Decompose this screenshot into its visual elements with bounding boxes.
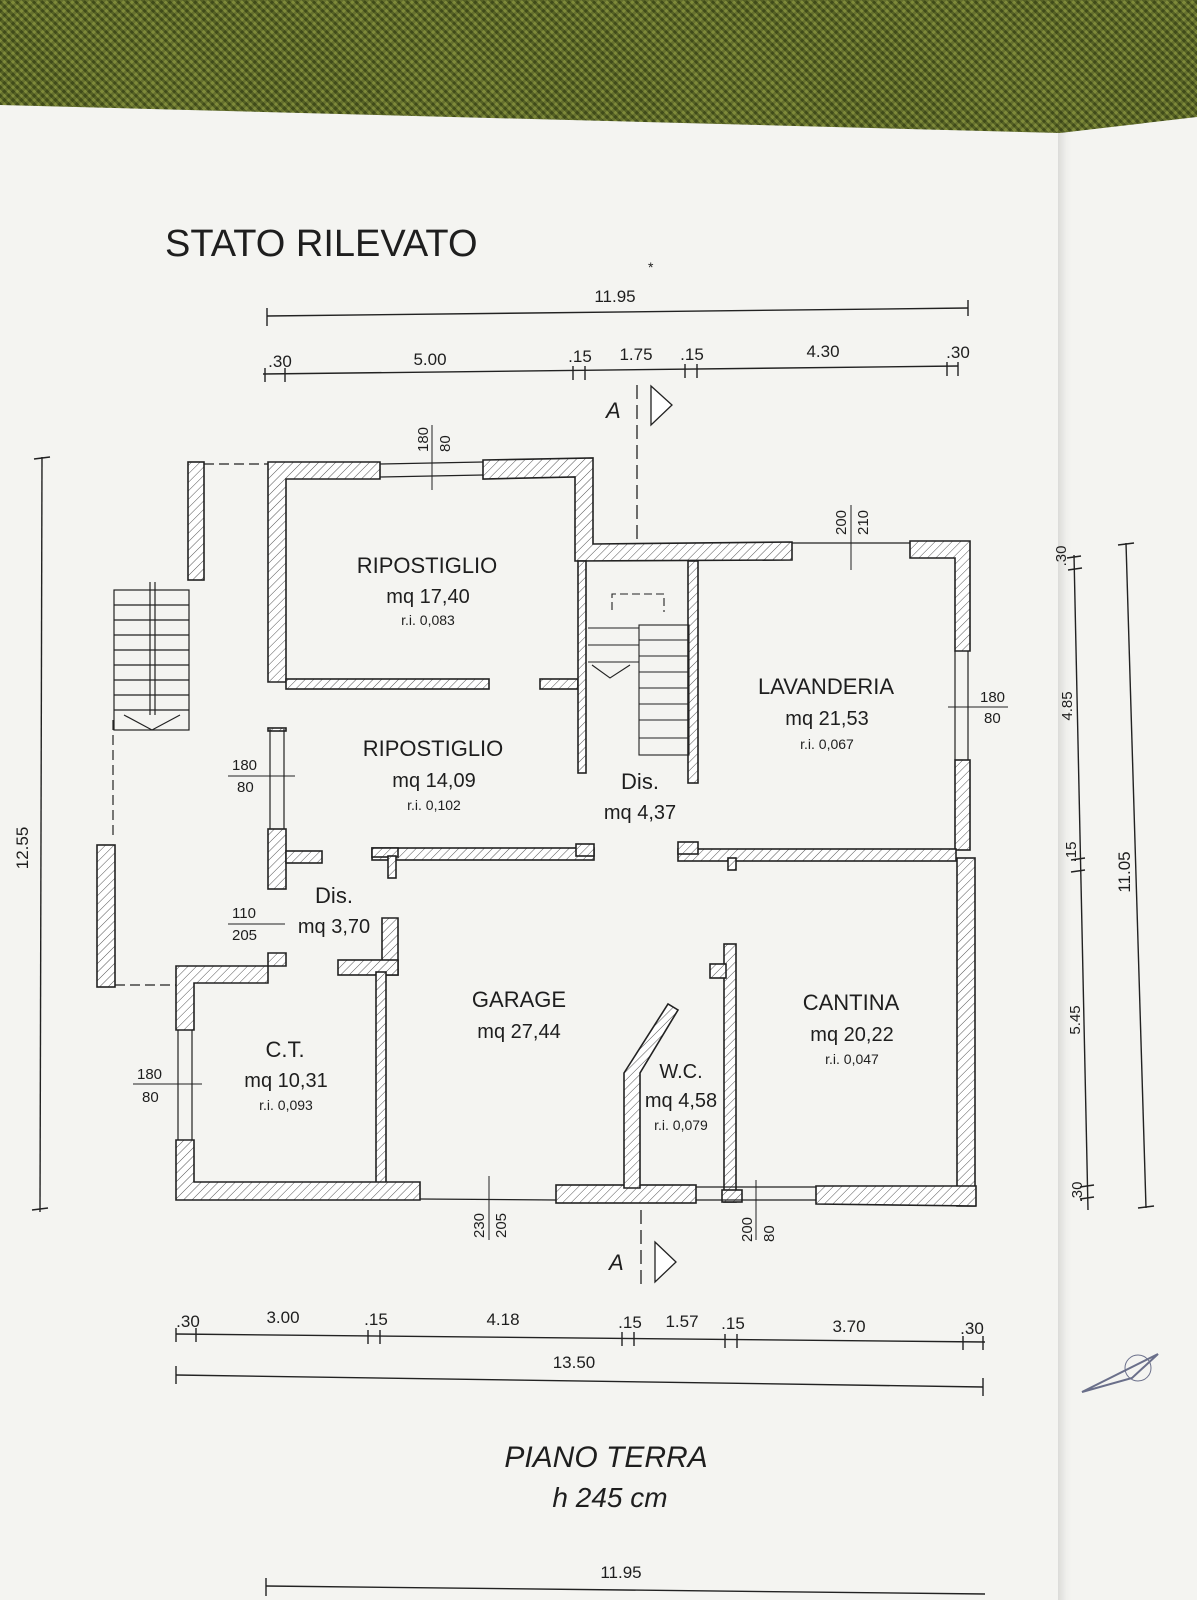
top-dimension-lines xyxy=(262,300,969,382)
bottom-dim-8: 3.70 xyxy=(832,1317,865,1336)
left-overall-dimension: 12.55 xyxy=(13,827,32,870)
room-9-ri: r.i. 0,047 xyxy=(825,1051,879,1067)
room-2-name: RIPOSTIGLIO xyxy=(363,736,504,761)
right-dimension-lines xyxy=(1066,542,1155,1211)
bottom-overall-dimension: 13.50 xyxy=(553,1353,596,1372)
right-dim-4: 5.45 xyxy=(1067,1005,1084,1034)
room-6-ri: r.i. 0,093 xyxy=(259,1097,313,1113)
room-3-name: LAVANDERIA xyxy=(758,674,894,699)
opening-4-w: 180 xyxy=(232,757,257,774)
right-dim-3: .15 xyxy=(1063,842,1080,863)
top-dim-7: .30 xyxy=(946,343,970,362)
room-9-name: CANTINA xyxy=(803,990,900,1015)
right-dim-5: .30 xyxy=(1069,1182,1086,1203)
room-2-area: mq 14,09 xyxy=(392,770,475,792)
opening-7-w: 230 xyxy=(471,1213,488,1238)
opening-7-h: 205 xyxy=(493,1213,510,1238)
room-7-name: GARAGE xyxy=(472,987,566,1012)
section-mark-bottom: A xyxy=(607,1250,624,1275)
bottom-dimension-lines xyxy=(175,1328,986,1596)
exterior-stair xyxy=(113,582,190,731)
room-6-area: mq 10,31 xyxy=(244,1070,327,1092)
room-1-name: RIPOSTIGLIO xyxy=(357,553,498,578)
room-9-area: mq 20,22 xyxy=(810,1024,893,1046)
bottom-dim-2: 3.00 xyxy=(266,1308,299,1327)
paper-sheet xyxy=(0,105,1197,1600)
page-title: STATO RILEVATO xyxy=(165,223,478,265)
opening-5-w: 110 xyxy=(232,905,256,922)
room-4-name: Dis. xyxy=(621,769,659,794)
top-dim-3: .15 xyxy=(568,347,592,366)
right-dim-1: .30 xyxy=(1053,546,1070,567)
room-6-name: C.T. xyxy=(265,1037,304,1062)
section-line xyxy=(636,384,677,1285)
section-mark-top: A xyxy=(604,398,621,423)
floor-name: PIANO TERRA xyxy=(504,1441,707,1474)
opening-3-h: 80 xyxy=(984,710,1001,727)
room-1-ri: r.i. 0,083 xyxy=(401,612,455,628)
bottom-dim-5: .15 xyxy=(618,1313,642,1332)
opening-8-w: 200 xyxy=(739,1217,756,1242)
bottom-dim-4: 4.18 xyxy=(486,1310,519,1329)
page-fold xyxy=(1058,110,1072,1600)
room-2-ri: r.i. 0,102 xyxy=(407,797,461,813)
opening-6-w: 180 xyxy=(137,1066,162,1083)
bottom-second-overall-dimension: 11.95 xyxy=(600,1563,641,1582)
opening-5-h: 205 xyxy=(232,927,257,944)
walls xyxy=(96,457,977,1207)
room-labels: RIPOSTIGLIO mq 17,40 r.i. 0,083 RIPOSTIG… xyxy=(244,553,899,1133)
top-overall-dimension: 11.95 xyxy=(594,287,635,306)
opening-2-h: 210 xyxy=(855,510,872,535)
room-4-area: mq 4,37 xyxy=(604,802,676,824)
bottom-dim-3: .15 xyxy=(364,1310,388,1329)
floor-height: h 245 cm xyxy=(552,1482,667,1513)
room-7-area: mq 27,44 xyxy=(477,1021,560,1043)
bottom-dim-6: 1.57 xyxy=(665,1312,698,1331)
right-dim-2: 4.85 xyxy=(1059,691,1076,720)
opening-6-h: 80 xyxy=(142,1089,159,1106)
openings-lines xyxy=(112,461,969,1201)
opening-1-w: 180 xyxy=(415,427,432,452)
room-5-name: Dis. xyxy=(315,883,353,908)
right-overall-dimension: 11.05 xyxy=(1115,851,1134,892)
room-3-area: mq 21,53 xyxy=(785,708,868,730)
opening-4-h: 80 xyxy=(237,779,254,796)
bottom-dim-7: .15 xyxy=(721,1314,745,1333)
room-8-area: mq 4,58 xyxy=(645,1090,717,1112)
left-dimension-line xyxy=(31,456,51,1213)
bottom-dim-9: .30 xyxy=(960,1319,984,1338)
room-1-area: mq 17,40 xyxy=(386,586,469,608)
room-5-area: mq 3,70 xyxy=(298,916,370,938)
room-3-ri: r.i. 0,067 xyxy=(800,736,854,752)
room-8-name: W.C. xyxy=(659,1061,702,1083)
pencil-mark xyxy=(1081,1353,1159,1393)
opening-2-w: 200 xyxy=(833,510,850,535)
top-dim-6: 4.30 xyxy=(806,342,839,361)
top-dim-2: 5.00 xyxy=(413,350,446,369)
top-dim-5: .15 xyxy=(680,345,704,364)
opening-labels: 180 80 200 210 180 80 180 80 110 205 180… xyxy=(133,425,1008,1242)
interior-stair xyxy=(588,593,690,756)
stray-mark: * xyxy=(648,259,654,275)
opening-8-h: 80 xyxy=(761,1225,778,1242)
top-dim-4: 1.75 xyxy=(619,345,652,364)
bottom-dim-1: .30 xyxy=(176,1312,200,1331)
opening-1-h: 80 xyxy=(437,435,454,452)
opening-3-w: 180 xyxy=(980,689,1005,706)
room-8-ri: r.i. 0,079 xyxy=(654,1117,708,1133)
top-dim-1: .30 xyxy=(268,352,292,371)
